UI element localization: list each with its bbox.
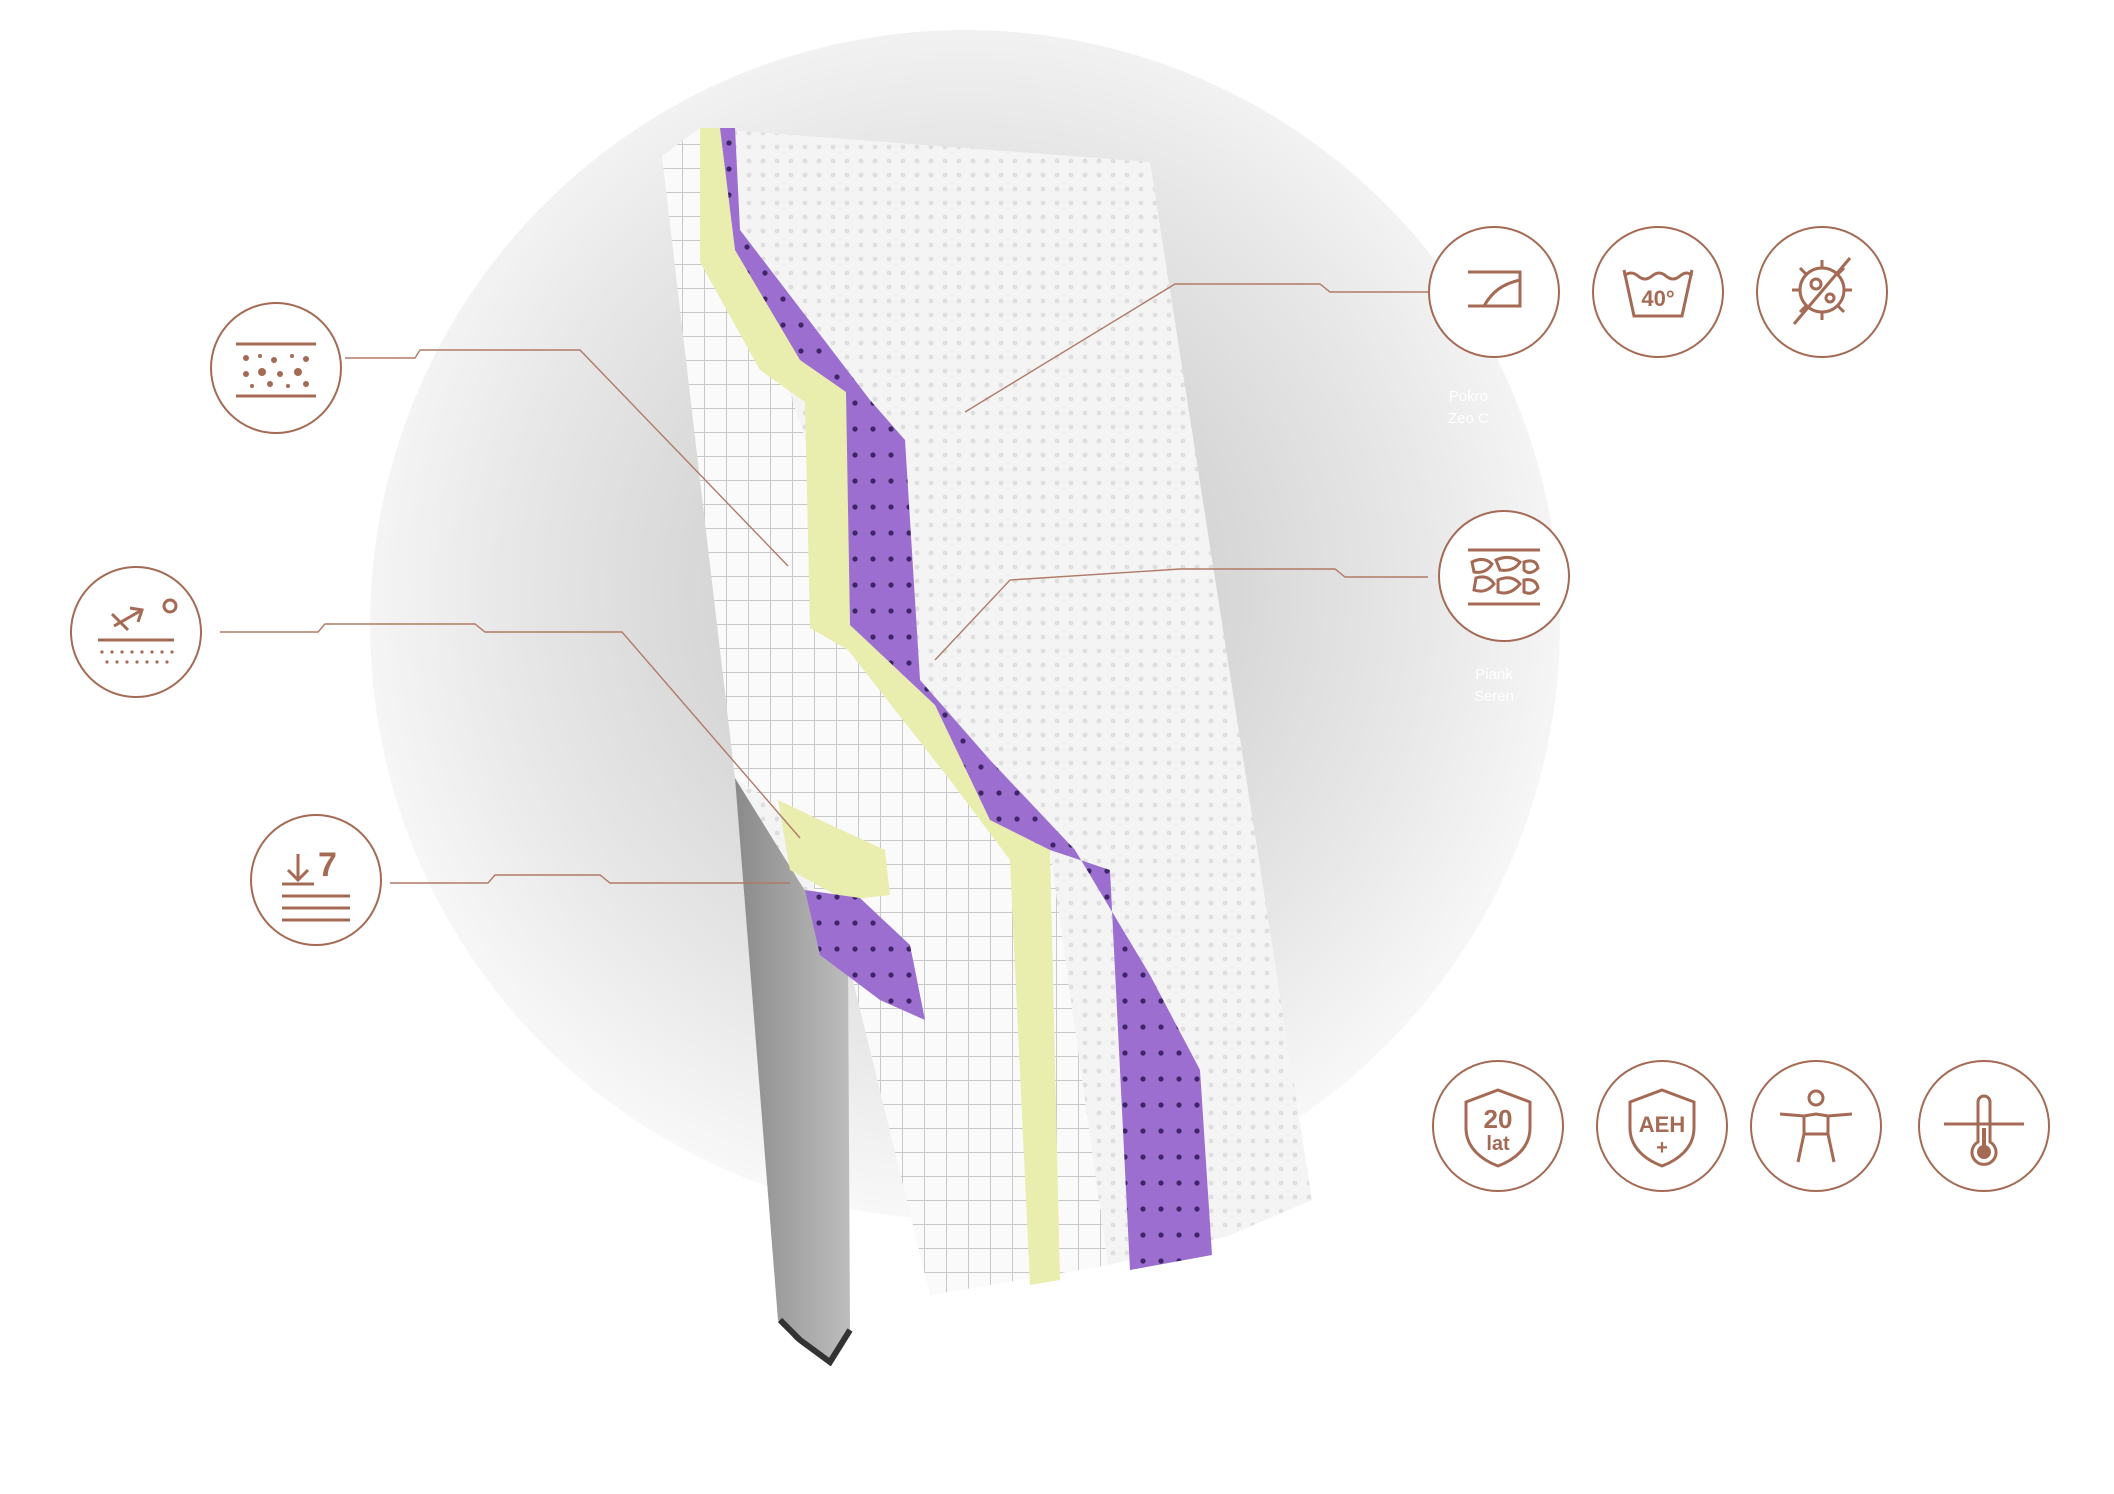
caption-cover-line1: Pokro xyxy=(1448,388,1489,405)
warranty-20-years-icon: 20 lat xyxy=(1432,1060,1564,1192)
aeh-label: AEH xyxy=(1639,1112,1685,1137)
caption-foam: Piank Seren xyxy=(1474,664,1514,708)
yellow-foam-layer-lower xyxy=(778,800,890,900)
pressure-relief-icon xyxy=(70,566,202,698)
wash-40-icon: 40° xyxy=(1592,226,1724,358)
mattress-side-foam xyxy=(662,128,1108,1295)
caption-cover-line2: Zeo C xyxy=(1448,410,1489,427)
breathable-foam-icon xyxy=(210,302,342,434)
caption-foam-line1: Piank xyxy=(1475,666,1513,683)
aeh-certificate-icon: AEH + xyxy=(1596,1060,1728,1192)
warranty-years-number: 20 xyxy=(1484,1104,1513,1134)
seven-zones-icon: 7 xyxy=(250,814,382,946)
body-support-icon xyxy=(1750,1060,1882,1192)
foam-structure-icon xyxy=(1438,510,1570,642)
wash-40-label: 40° xyxy=(1641,286,1674,311)
aeh-plus: + xyxy=(1656,1137,1668,1159)
thermo-regulation-icon xyxy=(1918,1060,2050,1192)
anti-bacteria-icon xyxy=(1756,226,1888,358)
caption-cover: Pokro Zeo C xyxy=(1448,386,1489,430)
callout-lines xyxy=(220,283,1428,884)
seven-zones-label: 7 xyxy=(318,846,337,884)
purple-foam-layer-lower xyxy=(805,890,925,1020)
purple-foam-layer-upper xyxy=(720,128,1212,1270)
warranty-years-unit: lat xyxy=(1486,1133,1510,1155)
removable-cover-icon xyxy=(1428,226,1560,358)
caption-foam-line2: Seren xyxy=(1474,688,1515,705)
